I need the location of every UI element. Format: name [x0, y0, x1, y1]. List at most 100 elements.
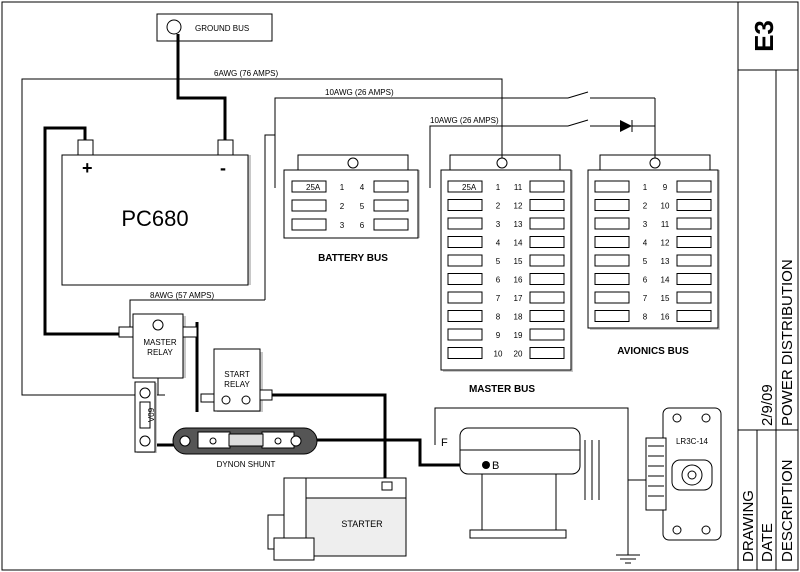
ground-bus-label: GROUND BUS [195, 24, 249, 33]
fuse-slot-right [676, 217, 712, 230]
voltage-regulator: LR3C-14 [645, 407, 722, 541]
fuse-number-left: 2 [643, 202, 648, 211]
fuse-slot-left [594, 199, 630, 211]
fuse-slot-right [529, 347, 565, 359]
fuse-number-right: 11 [514, 183, 523, 192]
regulator-label: LR3C-14 [676, 437, 709, 446]
fuse-slot-left [291, 218, 327, 231]
fuse-slot-right [373, 218, 409, 231]
wire-8awg-label: 8AWG (57 AMPS) [150, 291, 215, 300]
fuse-number-right: 12 [661, 239, 670, 248]
fuse-slot-right [676, 291, 712, 304]
fuse-number-left: 1 [643, 183, 648, 192]
master-bus-label: MASTER BUS [469, 384, 535, 395]
fuse-number-right: 9 [663, 183, 668, 192]
fuse-slot-left [447, 347, 483, 359]
title-drawing-label: DRAWING [740, 490, 757, 562]
fuse-slot-left [447, 273, 483, 285]
fuse-number-right: 13 [661, 257, 670, 266]
fuse-slot-right [529, 236, 565, 248]
fuse-slot-left [594, 310, 630, 322]
start-relay-line2: RELAY [224, 380, 250, 389]
wire-6awg-label: 6AWG (76 AMPS) [214, 69, 279, 78]
fuse-number-right: 14 [514, 239, 523, 248]
ground-bus: GROUND BUS [156, 13, 273, 42]
fuse-rating: 25A [462, 183, 477, 192]
fuse-number-left: 3 [340, 221, 345, 230]
fuse-number-right: 11 [661, 220, 670, 229]
fuse-number-left: 6 [496, 276, 501, 285]
sheet-id: E3 [749, 20, 779, 52]
battery-bus-rows: 25A 1 4 2 5 3 6 [291, 180, 409, 231]
fuse-number-right: 5 [360, 202, 365, 211]
fuse-slot-right [676, 199, 712, 211]
fuse-number-right: 15 [514, 257, 523, 266]
fuse-slot-left [291, 199, 327, 212]
fuse-60a-label: 60A [146, 408, 155, 423]
fuse-slot-right [676, 310, 712, 322]
fuse-slot-right [529, 254, 565, 267]
fuse-number-right: 16 [661, 313, 670, 322]
fuse-number-left: 3 [643, 220, 648, 229]
master-relay: MASTER RELAY [118, 313, 198, 395]
battery-neg-terminal: - [220, 158, 226, 178]
fuse-number-right: 4 [360, 183, 365, 192]
fuse-slot-left [447, 199, 483, 211]
fuse-slot-right [676, 254, 712, 267]
fuse-slot-right [529, 328, 565, 341]
fuse-slot-left [594, 236, 630, 248]
fuse-slot-right [373, 180, 409, 193]
fuse-number-left: 6 [643, 276, 648, 285]
starter: STARTER [267, 477, 407, 561]
wiring: 6AWG (76 AMPS) 10AWG (26 AMPS) 10AWG (26… [21, 69, 656, 564]
fuse-slot-left [447, 180, 483, 193]
fuse-slot-left [447, 254, 483, 267]
title-date-value: 2/9/09 [759, 384, 776, 426]
fuse-rating: 25A [306, 183, 321, 192]
fuse-slot-left [594, 217, 630, 230]
fuse-number-left: 10 [494, 350, 503, 359]
battery-name: PC680 [121, 206, 188, 231]
fuse-number-left: 4 [643, 239, 648, 248]
fuse-number-right: 18 [514, 313, 523, 322]
battery-bus-label: BATTERY BUS [318, 253, 388, 264]
fuse-slot-right [529, 291, 565, 304]
start-relay-line1: START [224, 370, 250, 379]
fuse-slot-left [594, 254, 630, 267]
title-date-label: DATE [759, 523, 776, 562]
fuse-slot-left [447, 236, 483, 248]
fuse-slot-right [676, 180, 712, 193]
alternator: F B [441, 427, 600, 539]
fuse-slot-right [373, 199, 409, 212]
battery: + - PC680 [61, 139, 251, 286]
fuse-slot-left [447, 328, 483, 341]
fuse-60a: 60A [134, 381, 157, 453]
fuse-number-right: 15 [661, 294, 670, 303]
avionics-bus-label: AVIONICS BUS [617, 346, 689, 357]
fuse-number-left: 1 [340, 183, 345, 192]
wire-10awg-1-label: 10AWG (26 AMPS) [325, 88, 394, 97]
fuse-number-right: 13 [514, 220, 523, 229]
fuse-slot-right [529, 273, 565, 285]
fuse-slot-left [291, 180, 327, 193]
fuse-number-left: 7 [496, 294, 501, 303]
fuse-slot-left [447, 217, 483, 230]
fuse-number-left: 5 [643, 257, 648, 266]
starter-label: STARTER [341, 519, 383, 529]
fuse-number-right: 6 [360, 221, 365, 230]
fuse-slot-left [594, 180, 630, 193]
wire-10awg-2-label: 10AWG (26 AMPS) [430, 116, 499, 125]
fuse-number-right: 20 [514, 350, 523, 359]
fuse-number-left: 9 [496, 331, 501, 340]
fuse-number-right: 10 [661, 202, 670, 211]
fuse-number-left: 8 [496, 313, 501, 322]
fuse-number-left: 2 [340, 202, 345, 211]
start-relay: START RELAY [200, 348, 273, 412]
title-block: E3 DRAWING DATE 2/9/09 DESCRIPTION POWER… [737, 2, 798, 570]
fuse-slot-right [676, 236, 712, 248]
alternator-f-label: F [441, 437, 448, 449]
fuse-number-left: 8 [643, 313, 648, 322]
master-relay-line1: MASTER [143, 338, 177, 347]
